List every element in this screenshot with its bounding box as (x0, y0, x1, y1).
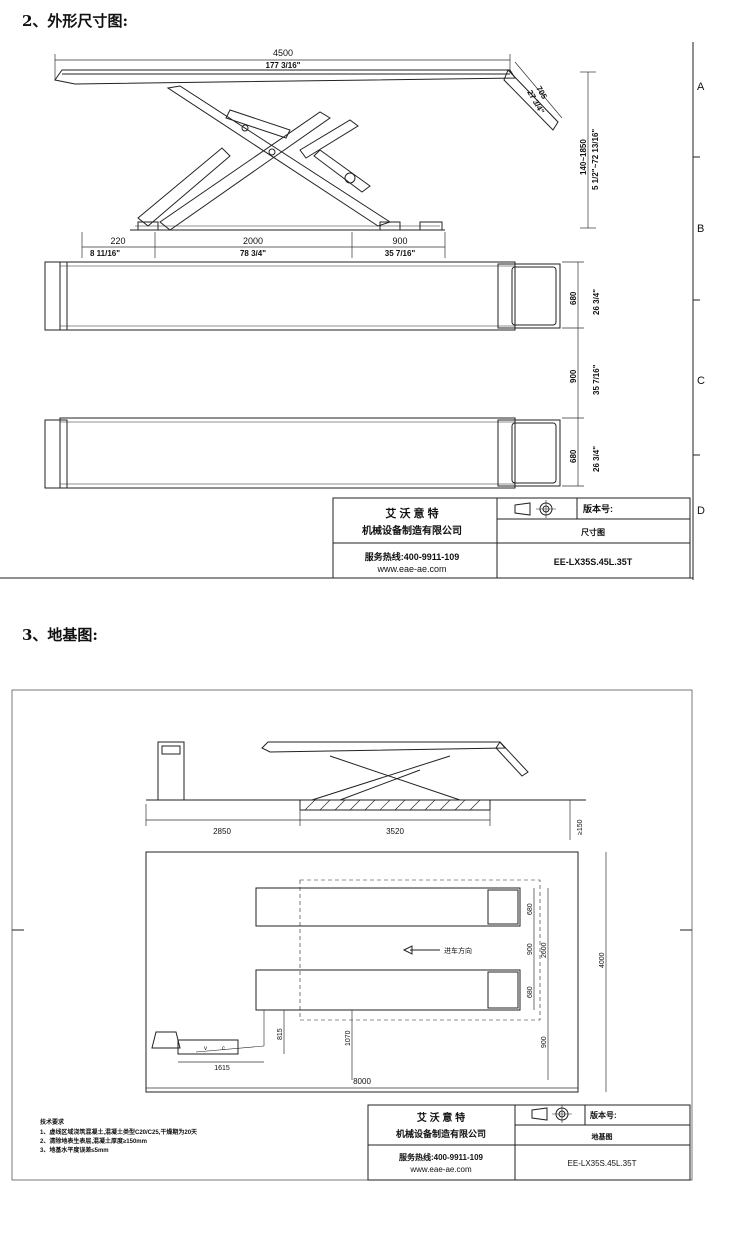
dim-pf2-w: 680 (527, 986, 534, 998)
dim-depth: ≥150 (577, 819, 584, 835)
tb1-company-full: 机械设备制造有限公司 (362, 524, 462, 537)
tb2-drawing-name: 地基图 (592, 1132, 613, 1141)
section3-heading: 3、地基图: (22, 626, 98, 644)
dim-left-len: 2850 (213, 827, 231, 836)
projection-symbol-icon-2 (531, 1105, 572, 1123)
note-1: 1、虚线区域浇筑混凝土,混凝土类型C20/C25,干燥期为20天 (40, 1128, 197, 1136)
dim-inner-total: 2600 (541, 942, 548, 958)
dim-left-mm: 220 (110, 236, 125, 246)
notes-title: 技术要求 (40, 1118, 65, 1126)
zone-letter-a: A (697, 81, 705, 93)
dim-height-in: 5 1/2"~72 13/16" (591, 129, 600, 190)
dim-mid-mm: 2000 (243, 236, 263, 246)
tb2-hotline: 服务热线:400-9911-109 (399, 1152, 484, 1162)
zone-letter-d: D (697, 505, 705, 517)
note-3: 3、地基水平度误差≤5mm (40, 1146, 109, 1154)
dim-right-len: 3520 (386, 827, 404, 836)
tb1-model: EE-LX35S.45L.35T (554, 557, 633, 567)
dim-mid-in: 78 3/4" (240, 249, 266, 258)
tb1-hotline: 服务热线:400-9911-109 (365, 551, 460, 562)
dim-815: 815 (277, 1028, 284, 1040)
tb2-model: EE-LX35S.45L.35T (568, 1159, 637, 1168)
dim-height-mm: 140~1850 (579, 139, 588, 175)
dim-right-in: 35 7/16" (385, 249, 416, 258)
technical-notes: 技术要求 1、虚线区域浇筑混凝土,混凝土类型C20/C25,干燥期为20天 2、… (40, 1118, 197, 1154)
dim-1070: 1070 (345, 1030, 352, 1046)
dimension-drawing: A B C D 4500 177 3/16" (0, 42, 705, 580)
note-2: 2、清除地表生表层,混凝土厚度≥150mm (40, 1137, 147, 1145)
tb1-drawing-name: 尺寸图 (581, 527, 605, 537)
tb2-version-label: 版本号: (589, 1110, 617, 1120)
foundation-side-view: 2850 3520 ≥150 (145, 741, 586, 840)
projection-symbol-icon (514, 500, 556, 518)
dim-1615: 1615 (214, 1065, 230, 1072)
foundation-plan-view: v c 进车方向 680 900 680 2600 900 4000 815 1… (145, 851, 607, 1093)
lift-side-view (54, 69, 559, 231)
dim-between: 900 (527, 943, 534, 955)
plan-mark-v: v (204, 1046, 207, 1052)
tb1-version-label: 版本号: (582, 503, 613, 514)
tb2-website: www.eae-ae.com (409, 1165, 472, 1174)
dim-total-length-in: 177 3/16" (266, 61, 301, 70)
dim-gap-in: 35 7/16" (592, 364, 601, 395)
zone-letter-c: C (697, 375, 705, 387)
dim-gap-mm: 900 (569, 369, 578, 383)
dim-platform-width-in: 26 3/4" (592, 289, 601, 315)
dim-right-mm: 900 (392, 236, 407, 246)
title-block-1: 艾 沃 意 特 机械设备制造有限公司 服务热线:400-9911-109 www… (332, 497, 691, 579)
dim-bottom-gap: 900 (541, 1036, 548, 1048)
dim-platform2-width-in: 26 3/4" (592, 446, 601, 472)
dim-platform2-width-mm: 680 (569, 449, 578, 463)
title-block-2: 艾 沃 意 特 机械设备制造有限公司 服务热线:400-9911-109 www… (367, 1104, 691, 1181)
direction-label: 进车方向 (444, 946, 472, 955)
plan-mark-c: c (222, 1046, 225, 1052)
tb2-company-name: 艾 沃 意 特 (417, 1111, 465, 1124)
dim-left-in: 8 11/16" (90, 249, 120, 258)
platform-top-view-2 (44, 417, 561, 489)
dim-platform-width-mm: 680 (569, 291, 578, 305)
dim-pf1-w: 680 (527, 903, 534, 915)
tb2-company-full: 机械设备制造有限公司 (396, 1128, 486, 1139)
dim-total-length-mm: 4500 (273, 48, 293, 58)
tb1-website: www.eae-ae.com (376, 564, 446, 574)
tb1-company-name: 艾 沃 意 特 (385, 506, 438, 520)
platform-top-view-1 (44, 261, 561, 331)
zone-letter-b: B (697, 223, 704, 235)
section2-heading: 2、外形尺寸图: (22, 12, 128, 30)
dim-total-width: 8000 (353, 1077, 371, 1086)
dim-outer-total: 4000 (599, 952, 606, 968)
foundation-drawing: 2850 3520 ≥150 v c 进车方向 680 900 680 (11, 689, 693, 1181)
